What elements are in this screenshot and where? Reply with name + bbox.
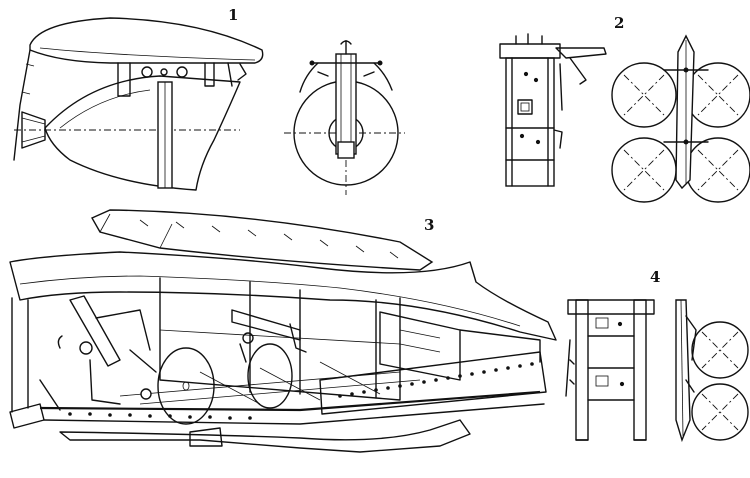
fig2-frame <box>499 33 607 187</box>
fig3-assembly <box>9 209 557 453</box>
fig1-front-view <box>284 40 405 195</box>
figure-label-2: 2 <box>614 14 625 32</box>
figure-label-4: 4 <box>650 268 661 286</box>
figure-label-1: 1 <box>228 6 239 24</box>
figure-label-3: 3 <box>424 216 435 234</box>
fig2-circles <box>611 34 750 203</box>
fig1-side-view <box>13 17 264 191</box>
fig4-side-view <box>675 299 749 443</box>
fig4-frame <box>565 299 655 441</box>
